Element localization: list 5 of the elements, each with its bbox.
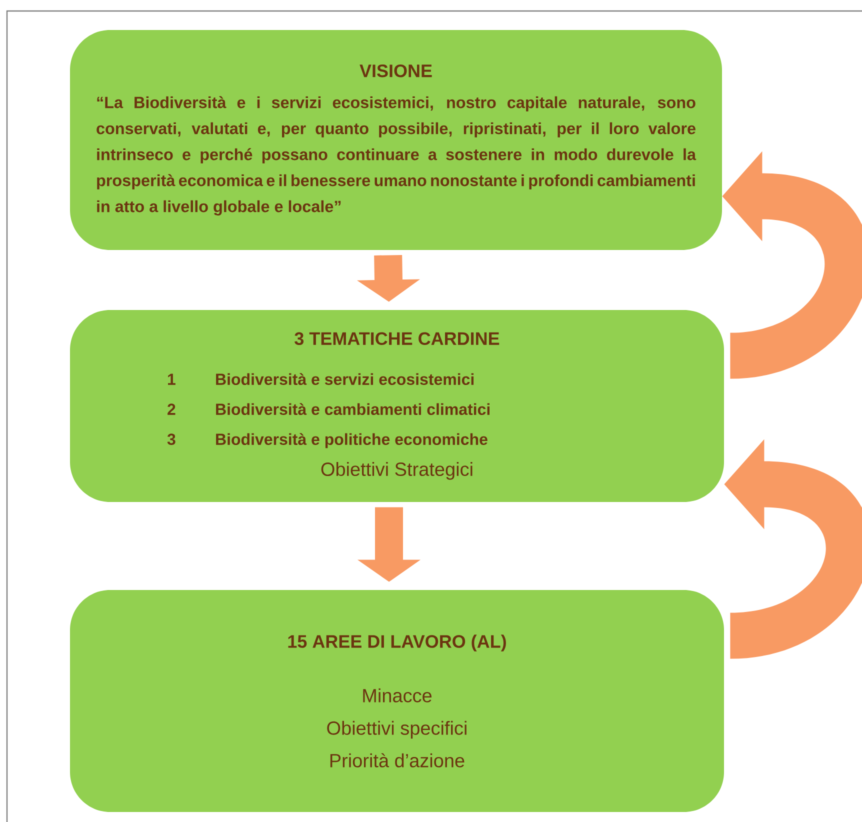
process-box: 3 TEMATICHE CARDINE 1 Biodiversità e servizi ecosistemici 2 Biodiversità e cambiamenti climatici 3 Biodiversità e politiche economiche Obiettivi Strategici xyxy=(70,310,724,502)
process-box: VISIONE “La Biodiversità e i servizi ecosistemici, nostro capitale naturale, sono conservati, valutati e, per quanto possibile, ripristinati, per il loro valore intrinseco e perché possano continuare a sostenere in modo durevole la prosperità economica e il benessere umano nonostante i profondi cambiamenti in atto a livello globale e locale” xyxy=(70,30,722,250)
process-box: 15 AREE DI LAVORO (AL) Minacce Obiettivi specifici Priorità d’azione xyxy=(70,590,724,812)
curved-arrow xyxy=(722,151,862,379)
curved-arrow xyxy=(724,439,862,659)
